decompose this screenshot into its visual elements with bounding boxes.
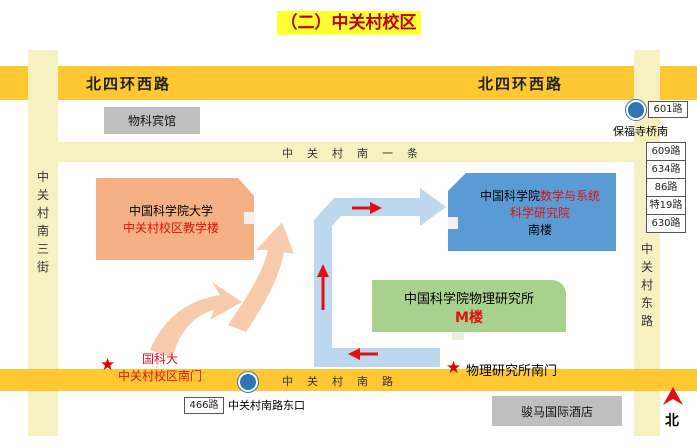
south-road-label: 中关村南路 <box>282 375 407 388</box>
amss-building: 中国科学院数学与系统 科学研究院 南楼 <box>479 188 601 237</box>
blue-route-arrow <box>314 188 446 367</box>
red-direction-arrow-left <box>348 348 378 360</box>
amss-building-shape <box>448 173 616 251</box>
iop-building-shape <box>372 280 566 332</box>
north-road-label-right: 北四环西路 <box>478 75 564 93</box>
first-street-road <box>28 142 660 162</box>
bus-stop-label-south: 中关村南路东口 <box>228 399 305 412</box>
bus-stop-icon-south <box>238 372 258 392</box>
bus-stop-label-baofusi: 保福寺桥南 <box>613 125 668 138</box>
iop-south-gate-star: ★ <box>446 358 462 378</box>
west-street-label: 中 关 村 南 三 街 <box>36 170 49 274</box>
red-direction-arrow-up <box>317 264 329 310</box>
bus-route-badge-86: 86路 <box>646 179 686 197</box>
orange-route-arrow-1 <box>150 282 242 358</box>
ucas-building: 中国科学院大学 中关村校区教学楼 <box>122 204 219 235</box>
orange-route-arrow-2 <box>228 222 294 332</box>
first-street-label: 中关村南一条 <box>282 147 432 160</box>
bus-route-badge-t19: 特19路 <box>646 197 686 215</box>
north-arrow-icon <box>662 386 684 408</box>
junma-hotel: 骏马国际酒店 <box>492 396 622 426</box>
bus-route-badge-466: 466路 <box>184 397 224 414</box>
bus-route-badge-601: 601路 <box>648 101 688 118</box>
bus-stop-icon-baofusi <box>626 100 646 120</box>
ucas-south-gate-star: ★ <box>100 355 116 375</box>
iop-building: 中国科学院物理研究所 M楼 <box>403 291 534 326</box>
map-title: （二）中关村校区 <box>0 8 697 35</box>
ucas-building-shape <box>96 178 254 260</box>
ucas-south-gate-label: 国科大 中关村校区南门 <box>118 352 203 383</box>
east-road-label: 中 关 村 东 路 <box>640 242 653 328</box>
wuke-hotel: 物科宾馆 <box>104 107 200 134</box>
bus-route-badge-634: 634路 <box>646 161 686 179</box>
north-fourth-ring-road <box>0 66 697 100</box>
east-bus-routes: 609路 634路 86路 特19路 630路 <box>646 142 686 233</box>
bus-route-badge-630: 630路 <box>646 215 686 233</box>
iop-south-gate-label: 物理研究所南门 <box>466 364 558 379</box>
bus-route-badge-609: 609路 <box>646 142 686 161</box>
north-label: 北 <box>665 413 679 429</box>
red-direction-arrow-right <box>352 202 382 214</box>
iop-door <box>452 332 464 340</box>
south-road <box>0 369 697 391</box>
north-road-label-left: 北四环西路 <box>86 75 172 93</box>
